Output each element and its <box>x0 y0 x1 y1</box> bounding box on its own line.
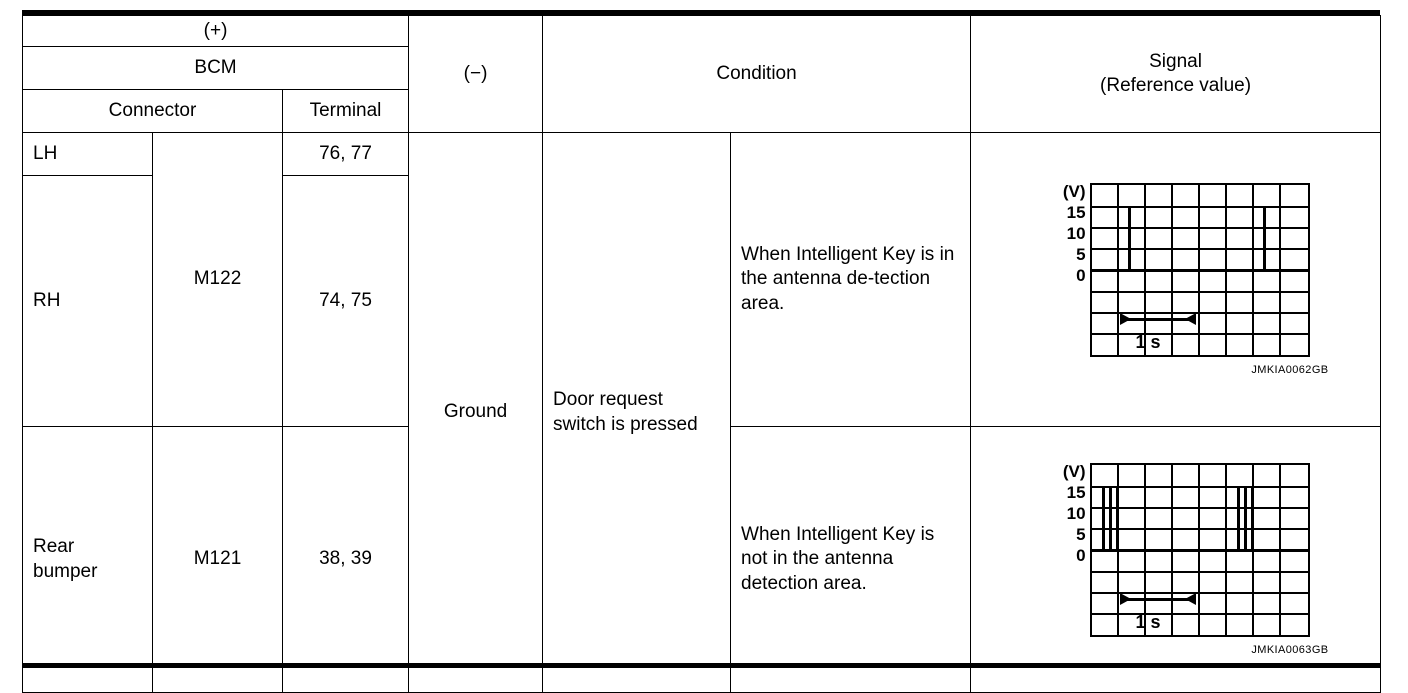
waveform-2-pulse-2 <box>1108 486 1112 552</box>
waveform-figure-2: (V) 15 10 5 0 <box>1021 457 1331 661</box>
header-connector: Connector <box>22 89 283 133</box>
cell-terminal-74-75: 74, 75 <box>281 175 410 427</box>
cell-signal-figure-2: (V) 15 10 5 0 <box>970 426 1382 693</box>
waveform-2-unit: (V) <box>1062 462 1086 482</box>
cell-terminal-76-77: 76, 77 <box>281 132 410 176</box>
table-row-lh: LH M122 76, 77 Ground Door request switc… <box>22 132 1382 693</box>
waveform-1-tick-10: 10 <box>1066 224 1086 244</box>
waveform-2-tick-5: 5 <box>1076 525 1086 545</box>
waveform-2-time-label: 1 s <box>1135 612 1161 633</box>
cell-connector-m121: M121 <box>152 426 283 693</box>
header-row-bcm: BCM <box>21 46 1381 90</box>
waveform-1-figure-id: JMKIA0062GB <box>1251 364 1329 377</box>
header-terminal: Terminal <box>281 89 410 133</box>
waveform-1-time-label: 1 s <box>1135 332 1161 353</box>
header-signal-line2: (Reference value) <box>1100 75 1252 96</box>
header-plus: (+) <box>21 15 410 47</box>
spec-table-page: (+) (−) Condition Signal (Reference valu… <box>21 10 1382 693</box>
waveform-2-tick-10: 10 <box>1066 504 1086 524</box>
waveform-2-figure-id: JMKIA0063GB <box>1251 644 1329 657</box>
terminal-spec-table: (+) (−) Condition Signal (Reference valu… <box>21 15 1382 693</box>
waveform-figure-1: (V) 15 10 5 0 <box>1021 177 1331 381</box>
table-row-rh: RH 74, 75 <box>22 175 1381 427</box>
waveform-1-pulse-2 <box>1262 206 1266 272</box>
header-row-plus: (+) (−) Condition Signal (Reference valu… <box>21 15 1382 133</box>
cell-connector-label-lh: LH <box>22 132 153 176</box>
cell-condition-in-area: When Intelligent Key is in the antenna d… <box>730 132 972 427</box>
waveform-2-pulse-5 <box>1243 486 1247 552</box>
cell-connector-label-rh: RH <box>22 175 153 427</box>
waveform-2-baseline <box>1091 549 1308 553</box>
waveform-1-time-arrow <box>1119 313 1196 326</box>
header-signal: Signal (Reference value) <box>970 15 1382 133</box>
waveform-1-y-axis: (V) 15 10 5 0 <box>1042 183 1090 353</box>
header-bcm: BCM <box>21 46 410 90</box>
waveform-2-tick-15: 15 <box>1066 483 1086 503</box>
waveform-1-baseline <box>1091 269 1308 273</box>
cell-condition-main: Door request switch is pressed <box>542 132 732 693</box>
header-minus: (−) <box>408 15 544 133</box>
table-top-rule <box>22 10 1380 15</box>
waveform-1-tick-5: 5 <box>1076 245 1086 265</box>
waveform-1-pulse-1 <box>1127 206 1131 272</box>
cell-ground: Ground <box>408 132 544 693</box>
waveform-1-unit: (V) <box>1062 182 1086 202</box>
waveform-1-grid: 1 s <box>1089 183 1310 358</box>
cell-condition-not-in-area: When Intelligent Key is not in the anten… <box>730 426 972 693</box>
waveform-2-pulse-4 <box>1236 486 1240 552</box>
header-signal-line1: Signal <box>1149 50 1202 72</box>
waveform-2-pulse-1 <box>1101 486 1105 552</box>
waveform-2-tick-0: 0 <box>1076 546 1086 566</box>
waveform-2-time-arrow <box>1119 593 1196 606</box>
header-condition: Condition <box>542 15 972 133</box>
waveform-1-tick-0: 0 <box>1076 266 1086 286</box>
cell-terminal-38-39: 38, 39 <box>281 426 410 693</box>
waveform-2-y-axis: (V) 15 10 5 0 <box>1042 463 1090 633</box>
waveform-2-grid: 1 s <box>1089 463 1310 638</box>
cell-signal-figure-1: (V) 15 10 5 0 <box>970 132 1382 427</box>
waveform-2-pulse-6 <box>1250 486 1254 552</box>
waveform-1-tick-15: 15 <box>1066 203 1086 223</box>
waveform-2-pulse-3 <box>1115 486 1119 552</box>
cell-connector-m122: M122 <box>152 132 283 427</box>
